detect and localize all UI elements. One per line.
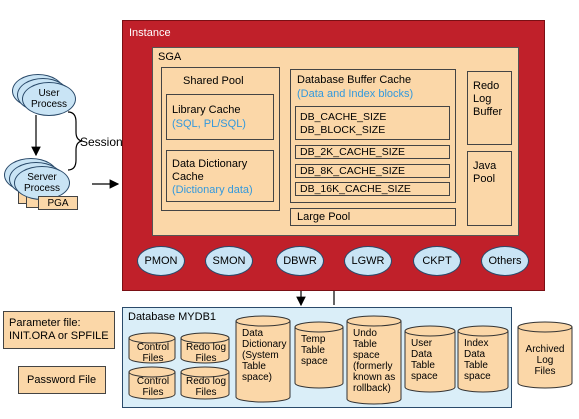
data-dictionary-cache-note: (Dictionary data) — [172, 184, 253, 196]
undo-tablespace-label: Undo Table space (formerly known as roll… — [353, 328, 396, 394]
data-dictionary-cache-label: Data Dictionary Cache — [172, 158, 248, 183]
db-cache-size-label: DB_CACHE_SIZE DB_BLOCK_SIZE — [300, 111, 387, 136]
redo-log-files-2-cylinder[interactable] — [180, 366, 230, 400]
library-cache-label: Library Cache — [172, 104, 241, 116]
lgwr-process[interactable]: LGWR — [344, 246, 392, 276]
archived-log-files-cylinder[interactable] — [517, 321, 573, 389]
db-cache-size-box — [295, 106, 450, 140]
temp-tablespace-label: Temp Table space — [301, 334, 328, 367]
db-8k-cache-label: DB_8K_CACHE_SIZE — [300, 165, 406, 177]
index-data-tablespace-cylinder[interactable] — [457, 325, 509, 393]
data-dictionary-cache-box — [166, 150, 274, 202]
redo-log-files-1-cylinder[interactable] — [180, 332, 230, 364]
redo-log-files-1-label: Redo log Files — [185, 342, 227, 364]
ckpt-process[interactable]: CKPT — [413, 246, 461, 276]
control-files-1-label: Control Files — [136, 342, 170, 364]
user-process-label: User Process — [30, 88, 68, 110]
index-data-tablespace-label: Index Data Table space — [464, 338, 491, 382]
large-pool-box — [290, 208, 456, 226]
parameter-file-label: Parameter file: INIT.ORA or SPFILE — [9, 317, 109, 342]
pga-box: PGA — [38, 196, 78, 210]
buffer-cache-note: (Data and Index blocks) — [297, 88, 414, 100]
db-16k-cache-label: DB_16K_CACHE_SIZE — [300, 183, 411, 195]
java-pool-label: Java Pool — [473, 160, 497, 185]
instance-title: Instance — [129, 27, 171, 39]
dbwr-process[interactable]: DBWR — [276, 246, 324, 276]
user-data-tablespace-label: User Data Table space — [411, 338, 438, 382]
session-label: Session — [80, 135, 123, 149]
password-file-box[interactable] — [18, 366, 106, 394]
server-process-label: Server Process — [23, 172, 61, 194]
undo-tablespace-cylinder[interactable] — [346, 315, 402, 405]
db-2k-cache-label: DB_2K_CACHE_SIZE — [300, 146, 406, 158]
library-cache-box — [166, 94, 274, 140]
redo-log-buffer-box — [467, 71, 512, 145]
control-files-2-cylinder[interactable] — [128, 366, 176, 400]
db-8k-cache-box — [295, 164, 450, 178]
data-dictionary-cylinder[interactable] — [235, 315, 291, 403]
library-cache-note: (SQL, PL/SQL) — [172, 118, 246, 130]
db-2k-cache-box — [295, 145, 450, 159]
control-files-1-cylinder[interactable] — [128, 332, 176, 364]
large-pool-label: Large Pool — [297, 211, 351, 223]
db-16k-cache-box — [295, 182, 450, 196]
shared-pool-title: Shared Pool — [183, 75, 244, 87]
java-pool-box — [467, 151, 512, 226]
sga-title: SGA — [158, 51, 182, 63]
buffer-cache-title: Database Buffer Cache — [297, 74, 412, 86]
session-brace — [67, 111, 83, 171]
archived-log-files-label: Archived Log Files — [525, 344, 565, 377]
data-dictionary-tablespace-label: Data Dictionary (System Table space) — [242, 328, 287, 383]
temp-tablespace-cylinder[interactable] — [294, 321, 344, 389]
pmon-process[interactable]: PMON — [137, 246, 185, 276]
parameter-file-box[interactable] — [3, 311, 115, 349]
user-data-tablespace-cylinder[interactable] — [404, 325, 456, 393]
password-file-label: Password File — [27, 374, 97, 386]
others-process[interactable]: Others — [481, 246, 529, 276]
database-title: Database MYDB1 — [128, 311, 217, 323]
redo-log-files-2-label: Redo log Files — [185, 376, 227, 398]
user-process[interactable]: User Process — [22, 82, 76, 116]
smon-process[interactable]: SMON — [205, 246, 253, 276]
control-files-2-label: Control Files — [136, 376, 170, 398]
redo-log-buffer-label: Redo Log Buffer — [473, 80, 503, 118]
